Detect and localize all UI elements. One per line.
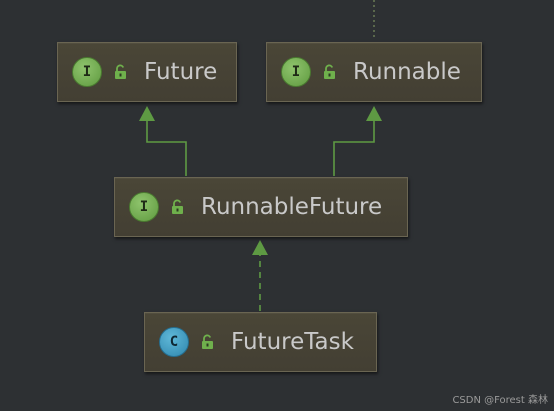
node-label-runnablefuture: RunnableFuture [201, 194, 383, 220]
interface-icon: I [281, 57, 311, 87]
watermark: CSDN @Forest 森林 [452, 395, 548, 406]
unlocked-padlock-icon [324, 64, 335, 79]
unlocked-padlock-icon [202, 334, 213, 349]
interface-icon: I [72, 57, 102, 87]
node-label-future: Future [144, 59, 218, 85]
node-runnablefuture[interactable]: I RunnableFuture [114, 177, 408, 237]
edge-runnablefuture-to-future [146, 120, 187, 176]
interface-icon: I [129, 192, 159, 222]
node-label-runnable: Runnable [353, 59, 461, 85]
unlocked-padlock-icon [115, 64, 126, 79]
arrowhead-future [139, 106, 155, 121]
class-icon: C [159, 327, 189, 357]
node-future[interactable]: I Future [57, 42, 237, 102]
arrowhead-runnablefuture [252, 240, 268, 255]
node-futuretask[interactable]: C FutureTask [144, 312, 377, 372]
node-label-futuretask: FutureTask [231, 329, 354, 355]
node-runnable[interactable]: I Runnable [266, 42, 482, 102]
unlocked-padlock-icon [172, 199, 183, 214]
edge-runnablefuture-to-runnable [333, 120, 375, 176]
arrowhead-runnable [366, 106, 382, 121]
